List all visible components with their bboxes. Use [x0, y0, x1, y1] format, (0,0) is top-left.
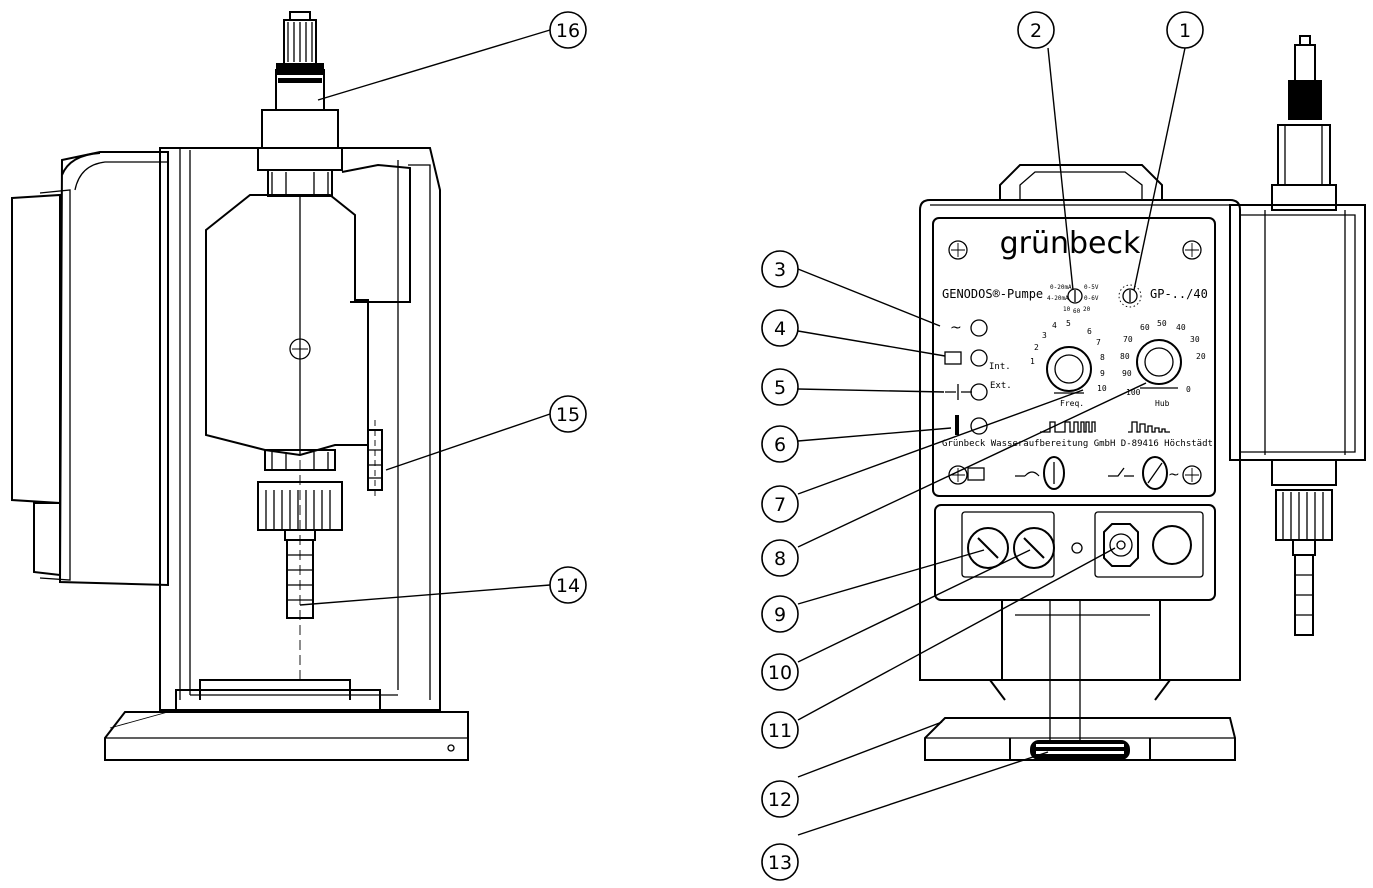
svg-text:1: 1 — [1030, 357, 1035, 366]
svg-text:13: 13 — [768, 852, 792, 874]
svg-text:8: 8 — [1100, 353, 1105, 362]
led-level — [970, 349, 988, 367]
svg-text:7: 7 — [774, 494, 786, 516]
svg-text:70: 70 — [1123, 335, 1133, 344]
svg-text:12: 12 — [768, 789, 792, 811]
svg-text:50: 50 — [1157, 319, 1167, 328]
svg-text:100: 100 — [1126, 388, 1141, 397]
callout-9: 9 — [761, 595, 799, 633]
svg-text:0: 0 — [1186, 385, 1191, 394]
svg-text:0-5V: 0-5V — [1084, 284, 1099, 291]
led-pulse — [970, 417, 988, 435]
leader-lines — [299, 29, 1186, 836]
svg-text:10: 10 — [768, 662, 792, 684]
svg-text:15: 15 — [556, 404, 580, 426]
stop-icon — [945, 384, 972, 400]
callout-7: 7 — [761, 485, 799, 523]
label-freq: Freq. — [1060, 399, 1084, 408]
svg-text:0-20mA: 0-20mA — [1050, 284, 1072, 291]
switch-closed-icon — [1108, 467, 1134, 477]
manufacturer-line: Grünbeck Wasseraufbereitung GmbH D-89416… — [942, 439, 1213, 449]
svg-text:90: 90 — [1122, 369, 1132, 378]
product-name: GENODOS®-Pumpe — [942, 287, 1043, 301]
svg-text:9: 9 — [774, 604, 786, 626]
callout-3: 3 — [761, 250, 799, 288]
callout-2: 2 — [1017, 11, 1055, 49]
svg-text:40: 40 — [1176, 323, 1186, 332]
model-name: GP-../40 — [1150, 287, 1208, 301]
callout-8: 8 — [761, 539, 799, 577]
callout-12: 12 — [761, 780, 799, 818]
svg-text:11: 11 — [768, 720, 792, 742]
callout-4: 4 — [761, 309, 799, 347]
label-int: Int. — [989, 362, 1011, 372]
svg-text:4-20mA: 4-20mA — [1047, 295, 1069, 302]
led-stop — [970, 383, 988, 401]
switch-icon — [1015, 471, 1040, 477]
label-ext: Ext. — [990, 381, 1012, 391]
svg-text:60: 60 — [1140, 323, 1150, 332]
svg-text:2: 2 — [1034, 343, 1039, 352]
callout-13: 13 — [761, 843, 799, 881]
callout-15: 15 — [549, 395, 587, 433]
svg-text:16: 16 — [556, 20, 580, 42]
cable-gland-left — [1043, 456, 1065, 490]
callout-16: 16 — [549, 11, 587, 49]
label-hub: Hub — [1155, 399, 1170, 408]
mains-symbol: ~ — [950, 320, 962, 336]
svg-text:1: 1 — [1179, 20, 1191, 42]
ac-symbol: ~ — [1168, 467, 1180, 483]
callout-5: 5 — [761, 368, 799, 406]
svg-text:5: 5 — [774, 377, 786, 399]
svg-text:5: 5 — [1066, 319, 1071, 328]
range-selector-dial — [1118, 284, 1142, 308]
cable-gland-right — [1142, 456, 1168, 490]
callout-10: 10 — [761, 653, 799, 691]
pulse-icon — [955, 415, 959, 435]
pump-front-view: grünbeck GENODOS®-Pumpe GP-../40 0-20mA … — [919, 35, 1366, 761]
stroke-waveform-icon — [1128, 421, 1170, 433]
svg-text:6: 6 — [774, 434, 786, 456]
frequency-knob[interactable] — [1046, 346, 1092, 394]
svg-text:10: 10 — [1097, 384, 1107, 393]
callout-14: 14 — [549, 566, 587, 604]
svg-text:7: 7 — [1096, 338, 1101, 347]
svg-text:14: 14 — [556, 575, 580, 597]
svg-text:9: 9 — [1100, 369, 1105, 378]
level-icon — [944, 351, 962, 365]
pump-side-view — [11, 11, 469, 761]
svg-text:3: 3 — [774, 259, 786, 281]
brand-logo: grünbeck — [1000, 226, 1141, 261]
svg-text:30: 30 — [1190, 335, 1200, 344]
svg-text:20: 20 — [1083, 306, 1091, 313]
screw-icon — [948, 240, 1202, 485]
callout-11: 11 — [761, 711, 799, 749]
callout-1: 1 — [1166, 11, 1204, 49]
svg-text:10: 10 — [1063, 306, 1071, 313]
svg-text:2: 2 — [1030, 20, 1042, 42]
svg-text:80: 80 — [1120, 352, 1130, 361]
mode-selector-dial: 0-20mA 4-20mA 0-5V 0-6V 10 60 20 — [1047, 284, 1099, 315]
svg-text:6: 6 — [1087, 327, 1092, 336]
svg-text:20: 20 — [1196, 352, 1206, 361]
pulse-waveform-icon — [1040, 421, 1096, 433]
led-power — [970, 319, 988, 337]
callout-6: 6 — [761, 425, 799, 463]
level-icon-bottom — [967, 467, 985, 481]
svg-text:3: 3 — [1042, 331, 1047, 340]
svg-text:60: 60 — [1073, 308, 1081, 315]
svg-text:4: 4 — [774, 318, 786, 340]
stroke-length-knob[interactable] — [1136, 339, 1182, 389]
svg-text:4: 4 — [1052, 321, 1057, 330]
svg-text:0-6V: 0-6V — [1084, 295, 1099, 302]
svg-text:8: 8 — [774, 548, 786, 570]
